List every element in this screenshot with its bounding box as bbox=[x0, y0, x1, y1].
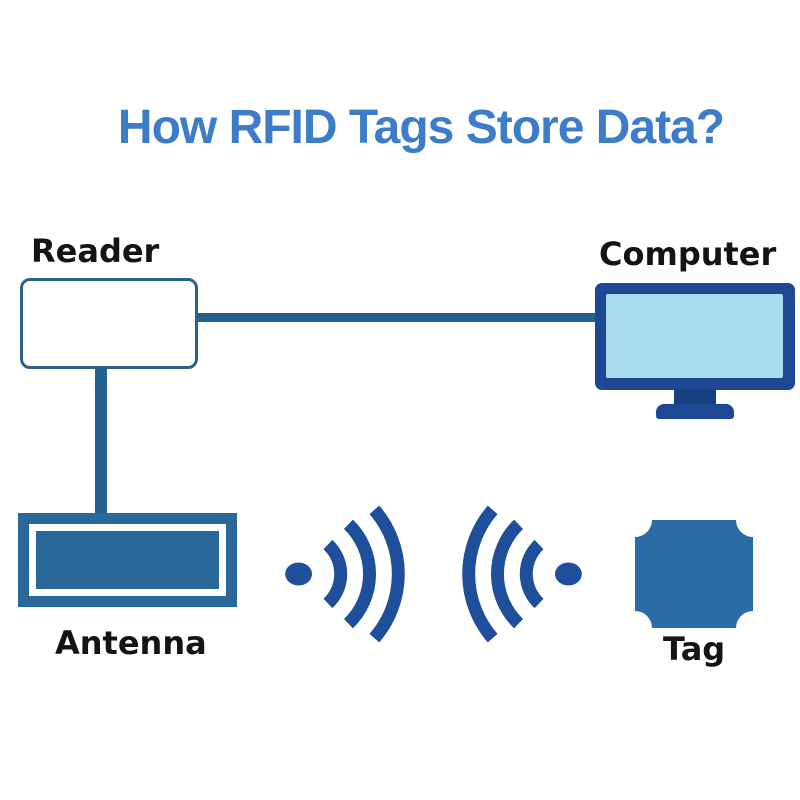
page-title: How RFID Tags Store Data? bbox=[117, 101, 725, 154]
monitor-stand-neck bbox=[674, 389, 716, 407]
reader-computer-cable bbox=[197, 313, 598, 322]
computer-label: Computer bbox=[599, 235, 777, 273]
tag-label: Tag bbox=[663, 630, 726, 668]
monitor-stand-base bbox=[656, 404, 734, 419]
monitor-icon bbox=[595, 283, 795, 390]
wireless-signal-emitting-left-icon bbox=[454, 504, 585, 644]
antenna-panel-icon bbox=[18, 513, 237, 607]
rfid-tag-icon bbox=[635, 520, 753, 628]
reader-box bbox=[20, 278, 198, 369]
antenna-label: Antenna bbox=[55, 624, 207, 662]
reader-label: Reader bbox=[31, 232, 160, 270]
reader-antenna-cable bbox=[95, 368, 107, 515]
wireless-signal-emitting-right-icon bbox=[282, 504, 413, 644]
antenna-inner-frame bbox=[29, 524, 226, 596]
monitor-screen bbox=[606, 294, 783, 378]
